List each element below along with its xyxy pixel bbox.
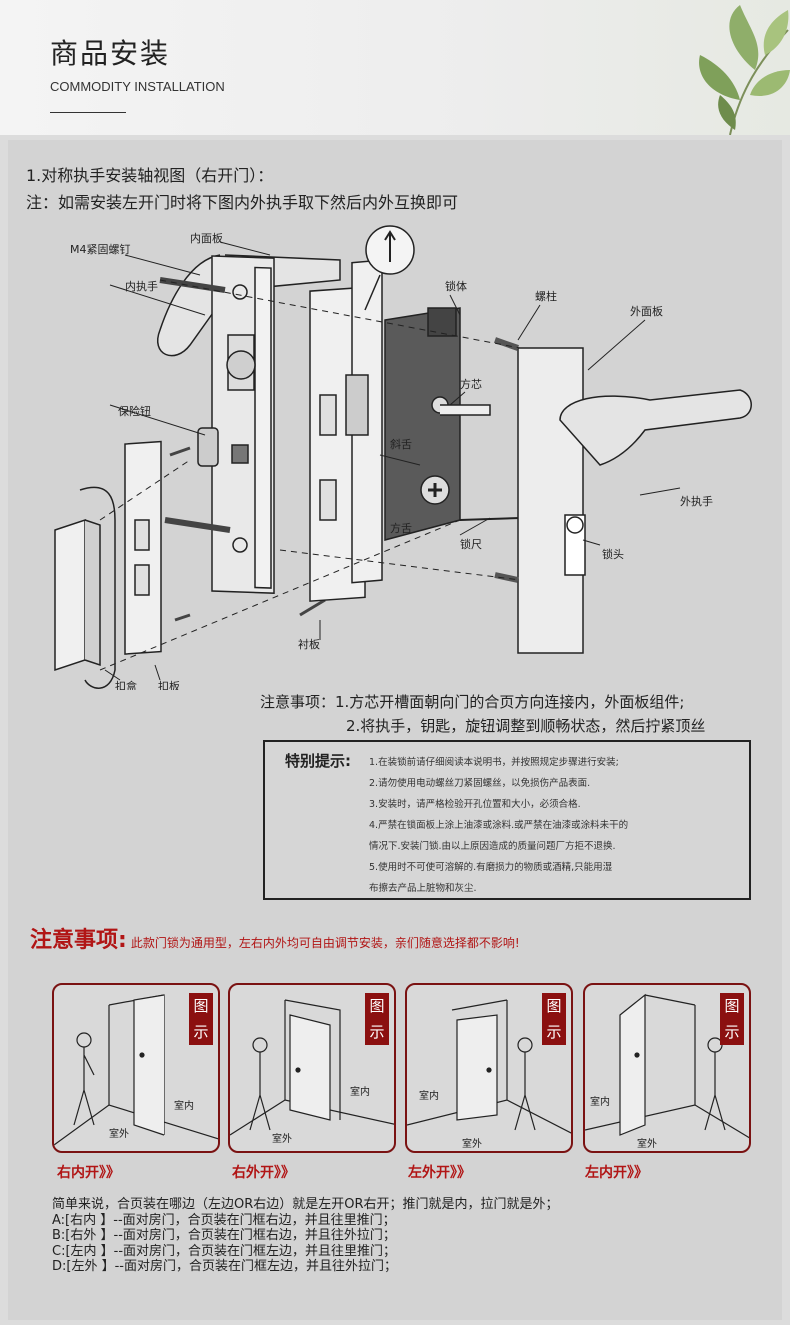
- label-outer-panel: 外面板: [630, 304, 663, 318]
- tip-item: 1.在装锁前请仔细阅读本说明书，并按照规定步骤进行安装;: [369, 757, 619, 768]
- note-line-2: 2.将执手，钥匙，旋钮调整到顺畅状态，然后拧紧顶丝: [346, 717, 706, 735]
- caption-left-in: 左内开》》: [585, 1165, 648, 1181]
- label-square-core: 方芯: [460, 377, 482, 391]
- tip-item: 3.安装时，请严格检验开孔位置和大小，必须合格.: [369, 799, 581, 810]
- door-card-left-out: 图示 室内 室外: [405, 983, 573, 1153]
- caption-right-out: 右外开》》: [232, 1165, 295, 1181]
- intro-line-2: 注：如需安装左开门时将下图内外执手取下然后内外互换即可: [26, 193, 459, 212]
- door-illustration-icon: [54, 994, 218, 1146]
- strike-box-shape: [54, 518, 86, 672]
- label-inner-handle: 内执手: [125, 279, 158, 293]
- door-illustration-icon: [230, 999, 394, 1136]
- room-outside-label: 室外: [109, 1129, 129, 1140]
- summary-line: B:[右外 】--面对房门，合页装在门框右边，并且往外拉门；: [52, 1228, 396, 1243]
- page-header: 商品安装 COMMODITY INSTALLATION: [0, 0, 790, 135]
- special-tips-box: 特别提示: 1.在装锁前请仔细阅读本说明书，并按照规定步骤进行安装; 2.请勿使…: [263, 740, 751, 900]
- tip-item: 情况下.安装门锁.由以上原因造成的质量问题厂方拒不退换.: [369, 841, 616, 852]
- label-inner-panel: 内面板: [190, 231, 223, 245]
- tips-list: 1.在装锁前请仔细阅读本说明书，并按照规定步骤进行安装; 2.请勿使用电动螺丝刀…: [369, 752, 628, 899]
- door-card-left-in: 图示 室内 室外: [583, 983, 751, 1153]
- attention-heading: 注意事项:: [30, 928, 127, 953]
- plant-decoration-icon: [699, 5, 790, 135]
- room-inside-label: 室内: [419, 1091, 439, 1102]
- label-screw-post: 螺柱: [535, 289, 557, 303]
- square-core-shape: [440, 404, 491, 416]
- summary-line: C:[左内 】--面对房门，合页装在门框左边，并且往里推门；: [52, 1243, 397, 1259]
- illustration-tag: 图示: [189, 993, 213, 1045]
- tips-label: 特别提示:: [285, 752, 351, 770]
- label-strike-plate: 扣板: [158, 679, 180, 690]
- room-inside-label: 室内: [174, 1101, 194, 1112]
- label-lock-cylinder: 锁头: [602, 547, 624, 561]
- label-m4-screw: M4紧固螺钉: [70, 243, 131, 256]
- illustration-tag: 图示: [542, 993, 566, 1045]
- label-safety-knob: 保险钮: [118, 404, 151, 418]
- door-card-right-in: 图示 室内 室外: [52, 983, 220, 1153]
- summary-line: A:[右内 】--面对房门，合页装在门框右边，并且往里推门；: [52, 1212, 396, 1228]
- door-card-right-out: 图示 室内 室外: [228, 983, 396, 1153]
- illustration-tag: 图示: [365, 993, 389, 1045]
- label-latch-bolt: 斜舌: [390, 438, 412, 451]
- caption-left-out: 左外开》》: [408, 1165, 471, 1181]
- tip-item: 5.使用时不可使可溶解的.有磨损力的物质或酒精,只能用湿: [369, 862, 613, 873]
- installation-notes: 注意事项：1.方芯开槽面朝向门的合页方向连接内，外面板组件; 2.将执手，钥匙，…: [260, 690, 705, 738]
- lock-body-shape: [384, 307, 461, 541]
- room-outside-label: 室外: [272, 1134, 292, 1145]
- page-title: 商品安装: [50, 37, 171, 70]
- lock-exploded-diagram: M4紧固螺钉 内面板 内执手 锁体 螺柱 外面板 方芯 保险钮 斜舌 外执手 方…: [54, 225, 752, 690]
- label-lining-plate: 衬板: [298, 637, 320, 651]
- tip-item: 布擦去产品上脏物和灰尘.: [369, 883, 477, 894]
- illustration-tag: 图示: [720, 993, 744, 1045]
- door-illustration-icon: [585, 993, 749, 1139]
- attention-banner: 注意事项:此款门锁为通用型，左右内外均可自由调节安装，亲们随意选择都不影响!: [30, 922, 520, 954]
- caption-right-in: 右内开》》: [57, 1165, 120, 1181]
- room-inside-label: 室内: [350, 1087, 370, 1098]
- opening-direction-summary: 简单来说，合页装在哪边（左边OR右边）就是左开OR右开；推门就是内，拉门就是外；…: [52, 1197, 559, 1275]
- tip-item: 4.严禁在锁面板上涂上油漆或涂料.或严禁在油漆或涂料未干的: [369, 820, 629, 831]
- room-outside-label: 室外: [462, 1139, 482, 1150]
- summary-line: D:[左外 】--面对房门，合页装在门框左边，并且往外拉门；: [52, 1259, 397, 1274]
- label-dead-bolt: 方舌: [390, 521, 412, 535]
- room-outside-label: 室外: [637, 1139, 657, 1150]
- title-underline: [50, 112, 126, 113]
- summary-line: 简单来说，合页装在哪边（左边OR右边）就是左开OR右开；推门就是内，拉门就是外；: [52, 1197, 559, 1212]
- label-lock-ruler: 锁尺: [460, 537, 482, 551]
- outer-handle-shape: [559, 389, 752, 466]
- inner-handle-shape: [157, 254, 221, 357]
- label-lock-body: 锁体: [445, 279, 467, 293]
- note-line-1: 注意事项：1.方芯开槽面朝向门的合页方向连接内，外面板组件;: [260, 693, 685, 711]
- room-inside-label: 室内: [590, 1097, 610, 1108]
- attention-text: 此款门锁为通用型，左右内外均可自由调节安装，亲们随意选择都不影响!: [130, 936, 520, 950]
- page-subtitle: COMMODITY INSTALLATION: [50, 79, 225, 94]
- tip-item: 2.请勿使用电动螺丝刀紧固螺丝，以免损伤产品表面.: [369, 778, 591, 789]
- door-illustration-icon: [407, 999, 571, 1134]
- intro-line-1: 1.对称执手安装轴视图（右开门）：: [26, 166, 274, 185]
- label-strike-box: 扣盒: [115, 679, 137, 690]
- label-outer-handle: 外执手: [680, 494, 713, 508]
- outer-panel-shape: [517, 347, 584, 654]
